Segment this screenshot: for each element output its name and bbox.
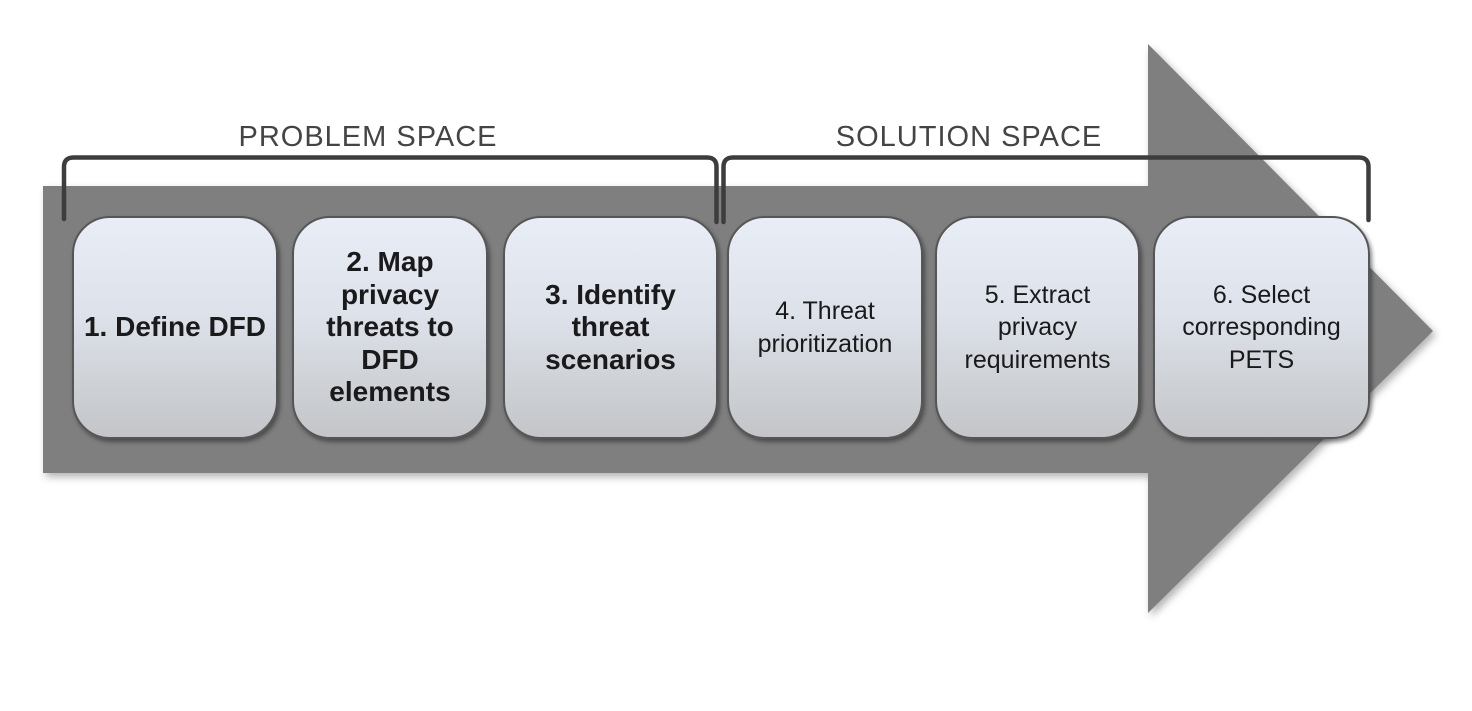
problem-space-bracket: [61, 155, 719, 225]
step-label-5: 5. Extract privacy requirements: [964, 280, 1111, 374]
problem-space-label: PROBLEM SPACE: [238, 121, 498, 153]
step-box-4: 4. Threat prioritization: [727, 216, 923, 439]
solution-space-bracket: [721, 155, 1371, 225]
solution-space-label: SOLUTION SPACE: [835, 121, 1103, 153]
step-box-1: 1. Define DFD: [72, 216, 278, 439]
step-label-4: 4. Threat prioritization: [757, 297, 893, 358]
step-label-1: 1. Define DFD: [83, 311, 267, 343]
step-label-3: 3. Identify threat scenarios: [545, 278, 676, 375]
step-label-6: 6. Select corresponding PETS: [1182, 280, 1341, 374]
step-box-3: 3. Identify threat scenarios: [503, 216, 718, 439]
step-label-2: 2. Map privacy threats to DFD elements: [326, 246, 454, 408]
step-box-2: 2. Map privacy threats to DFD elements: [292, 216, 488, 439]
step-box-5: 5. Extract privacy requirements: [935, 216, 1140, 439]
step-box-6: 6. Select corresponding PETS: [1153, 216, 1370, 439]
